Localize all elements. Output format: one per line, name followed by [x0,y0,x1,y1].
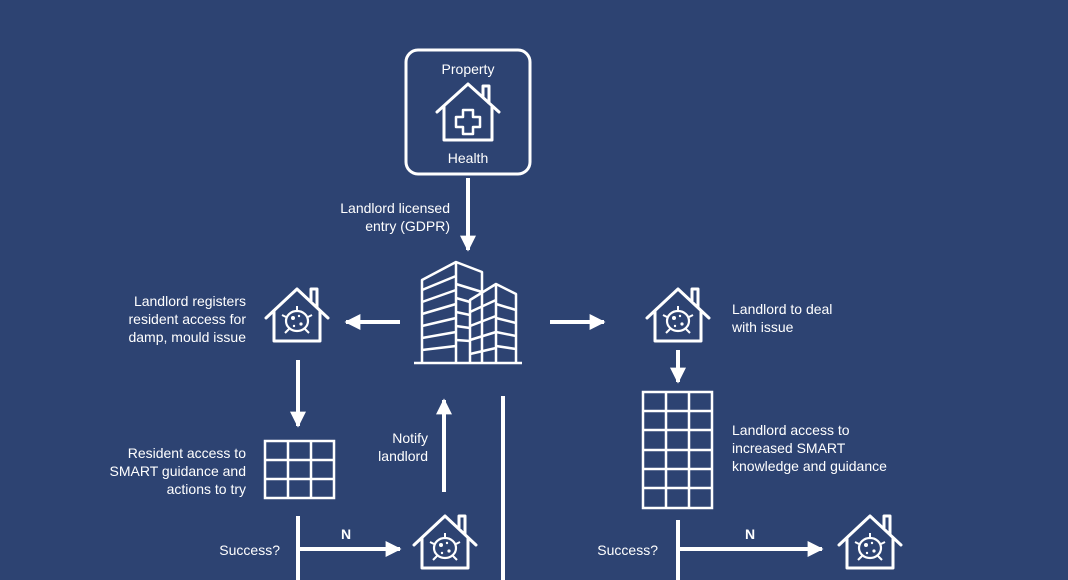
label-landlord-deal: Landlord to deal with issue [732,301,833,335]
label-landlord-registers: Landlord registers resident access for d… [128,293,246,345]
label-notify-landlord: Notify landlord [378,430,428,464]
grid-guidance-icon [641,390,714,510]
house-with-mould-icon [412,514,478,570]
label-n-left: N [340,526,352,542]
label-landlord-guidance: Landlord access to increased SMART knowl… [732,422,887,474]
house-with-mould-icon [264,287,330,343]
label-licensed-entry: Landlord licensed entry (GDPR) [340,200,450,234]
grid-guidance-icon [263,439,336,500]
label-n-right: N [744,526,756,542]
label-success-right: Success? [597,542,658,558]
house-with-mould-icon [645,287,711,343]
house-with-cross-icon [435,82,501,142]
box-title: Property [441,61,495,77]
label-success-left: Success? [219,542,280,558]
office-buildings-icon [414,260,522,365]
label-resident-guidance: Resident access to SMART guidance and ac… [109,445,246,497]
box-subtitle: Health [447,150,489,166]
property-health-box [404,48,532,176]
house-with-mould-icon [837,514,903,570]
